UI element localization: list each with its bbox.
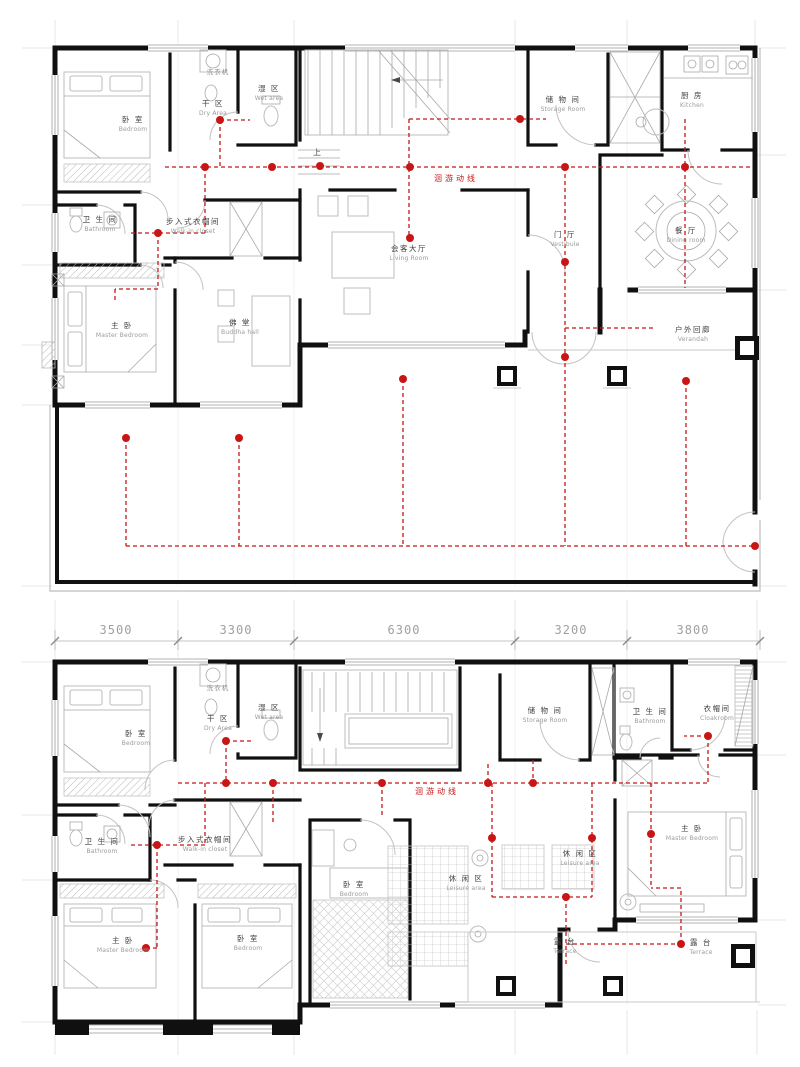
p2-dry-en: Dry Area bbox=[204, 725, 232, 732]
p2-master-left-zh: 主 卧 bbox=[112, 935, 134, 945]
p2-dry-zh: 干 区 bbox=[207, 714, 229, 723]
p2-closet-en: Walk-in closet bbox=[183, 846, 228, 853]
p2-bedroom-mid-zh: 卧 室 bbox=[343, 879, 365, 889]
p2-terrace-left-en: Terrace bbox=[552, 948, 576, 955]
dim-3800: 3800 bbox=[677, 623, 710, 637]
p1-dry-en: Dry Area bbox=[199, 110, 227, 117]
plan2: 洗衣机 干 区 Dry Area 湿 区 Wet area 卧 室 Bedroo… bbox=[50, 657, 760, 1035]
p2-bathroom-top-zh: 卫 生 间 bbox=[633, 706, 668, 716]
plan2-labels: 洗衣机 干 区 Dry Area 湿 区 Wet area 卧 室 Bedroo… bbox=[85, 683, 734, 956]
plan1: 洗衣机 干 区 Dry Area 湿 区 Wet area 卧 室 Bedroo… bbox=[41, 43, 761, 592]
plan1-route bbox=[114, 115, 759, 550]
p2-master-right-en: Master Bedroom bbox=[666, 835, 718, 842]
p1-bathroom-zh: 卫 生 间 bbox=[83, 214, 118, 224]
p1-dining-en: Dining room bbox=[667, 237, 706, 244]
p2-leisure-left-zh: 休 闲 区 bbox=[449, 873, 484, 883]
p1-verandah-zh: 户外回廊 bbox=[675, 324, 711, 334]
p1-buddha-en: Buddha hall bbox=[221, 329, 259, 336]
plan1-labels: 洗衣机 干 区 Dry Area 湿 区 Wet area 卧 室 Bedroo… bbox=[83, 67, 711, 343]
p2-wet-en: Wet area bbox=[255, 714, 284, 721]
p1-living-en: Living Room bbox=[389, 255, 428, 262]
p1-buddha-zh: 佛 堂 bbox=[229, 317, 251, 327]
p2-terrace-left-zh: 露 台 bbox=[554, 936, 576, 946]
p1-kitchen-en: Kitchen bbox=[680, 102, 704, 109]
p1-wet-zh: 湿 区 bbox=[258, 84, 280, 93]
p1-laundry-label: 洗衣机 bbox=[207, 67, 230, 76]
p1-vestibule-en: Vestibule bbox=[550, 241, 579, 248]
p2-storage-en: Storage Room bbox=[523, 717, 568, 724]
p2-cloakroom-en: Cloakroom bbox=[700, 715, 734, 722]
dimension-strip: 3500 3300 6300 3200 3800 bbox=[50, 623, 765, 650]
plan1-windows bbox=[50, 43, 760, 410]
plan1-route-dots bbox=[122, 115, 759, 550]
p2-bathroom-left-en: Bathroom bbox=[86, 848, 117, 855]
plan2-route-dots bbox=[142, 732, 712, 952]
p1-master-zh: 主 卧 bbox=[111, 320, 133, 330]
p2-laundry-label: 洗衣机 bbox=[207, 683, 230, 692]
p2-closet-zh: 步入式衣帽间 bbox=[178, 834, 232, 844]
p2-storage-zh: 储 物 间 bbox=[528, 705, 563, 715]
p1-closet-zh: 步入式衣帽间 bbox=[166, 216, 220, 226]
p2-master-left-en: Master Bedroom bbox=[97, 947, 149, 954]
p2-leisure-left-en: Leisure area bbox=[446, 885, 485, 892]
p1-vestibule-zh: 门 厅 bbox=[554, 230, 576, 239]
p2-terrace-right-zh: 露 台 bbox=[690, 937, 712, 947]
p1-living-zh: 会客大厅 bbox=[391, 243, 427, 253]
plan2-stairs bbox=[302, 669, 458, 766]
plan2-windows bbox=[50, 657, 760, 1035]
dim-3300: 3300 bbox=[220, 623, 253, 637]
p2-bedroom-left-en: Bedroom bbox=[234, 945, 263, 952]
dim-3500: 3500 bbox=[100, 623, 133, 637]
dim-3200: 3200 bbox=[555, 623, 588, 637]
p1-dining-zh: 餐 厅 bbox=[675, 226, 697, 235]
p1-verandah-en: Verandah bbox=[678, 336, 708, 343]
p1-kitchen-zh: 厨 房 bbox=[681, 90, 703, 100]
p1-storage-zh: 储 物 间 bbox=[546, 94, 581, 104]
p1-wet-en: Wet area bbox=[255, 95, 284, 102]
p1-route-label: 洄游动线 bbox=[434, 173, 478, 183]
plan1-furniture bbox=[41, 49, 759, 389]
p2-leisure-right-zh: 休 闲 区 bbox=[563, 848, 598, 858]
p1-bathroom-en: Bathroom bbox=[84, 226, 115, 233]
p2-master-right-zh: 主 卧 bbox=[681, 823, 703, 833]
p2-bathroom-top-en: Bathroom bbox=[634, 718, 665, 725]
p2-cloakroom-zh: 衣帽间 bbox=[704, 703, 731, 713]
p1-bedroom-zh: 卧 室 bbox=[122, 114, 144, 124]
p1-dry-zh: 干 区 bbox=[202, 99, 224, 108]
p1-bedroom-en: Bedroom bbox=[119, 126, 148, 133]
p2-bedroom-left-zh: 卧 室 bbox=[237, 933, 259, 943]
dim-6300: 6300 bbox=[388, 623, 421, 637]
p2-bedroom-tl-en: Bedroom bbox=[122, 740, 151, 747]
plan2-route bbox=[130, 732, 712, 964]
plan1-doors bbox=[95, 104, 756, 573]
p2-route-label: 洄游动线 bbox=[415, 786, 459, 796]
p2-bathroom-left-zh: 卫 生 间 bbox=[85, 836, 120, 846]
p1-closet-en: Walk-in closet bbox=[171, 228, 216, 235]
p1-master-en: Master Bedroom bbox=[96, 332, 148, 339]
p2-wet-zh: 湿 区 bbox=[258, 703, 280, 712]
p2-bedroom-tl-zh: 卧 室 bbox=[125, 728, 147, 738]
p2-terrace-right-en: Terrace bbox=[688, 949, 712, 956]
p1-storage-en: Storage Room bbox=[541, 106, 586, 113]
plan2-furniture bbox=[59, 663, 760, 1003]
p2-bedroom-mid-en: Bedroom bbox=[340, 891, 369, 898]
p2-leisure-right-en: Leisure area bbox=[560, 860, 599, 867]
p1-stair-up-label: 上 bbox=[313, 148, 321, 157]
